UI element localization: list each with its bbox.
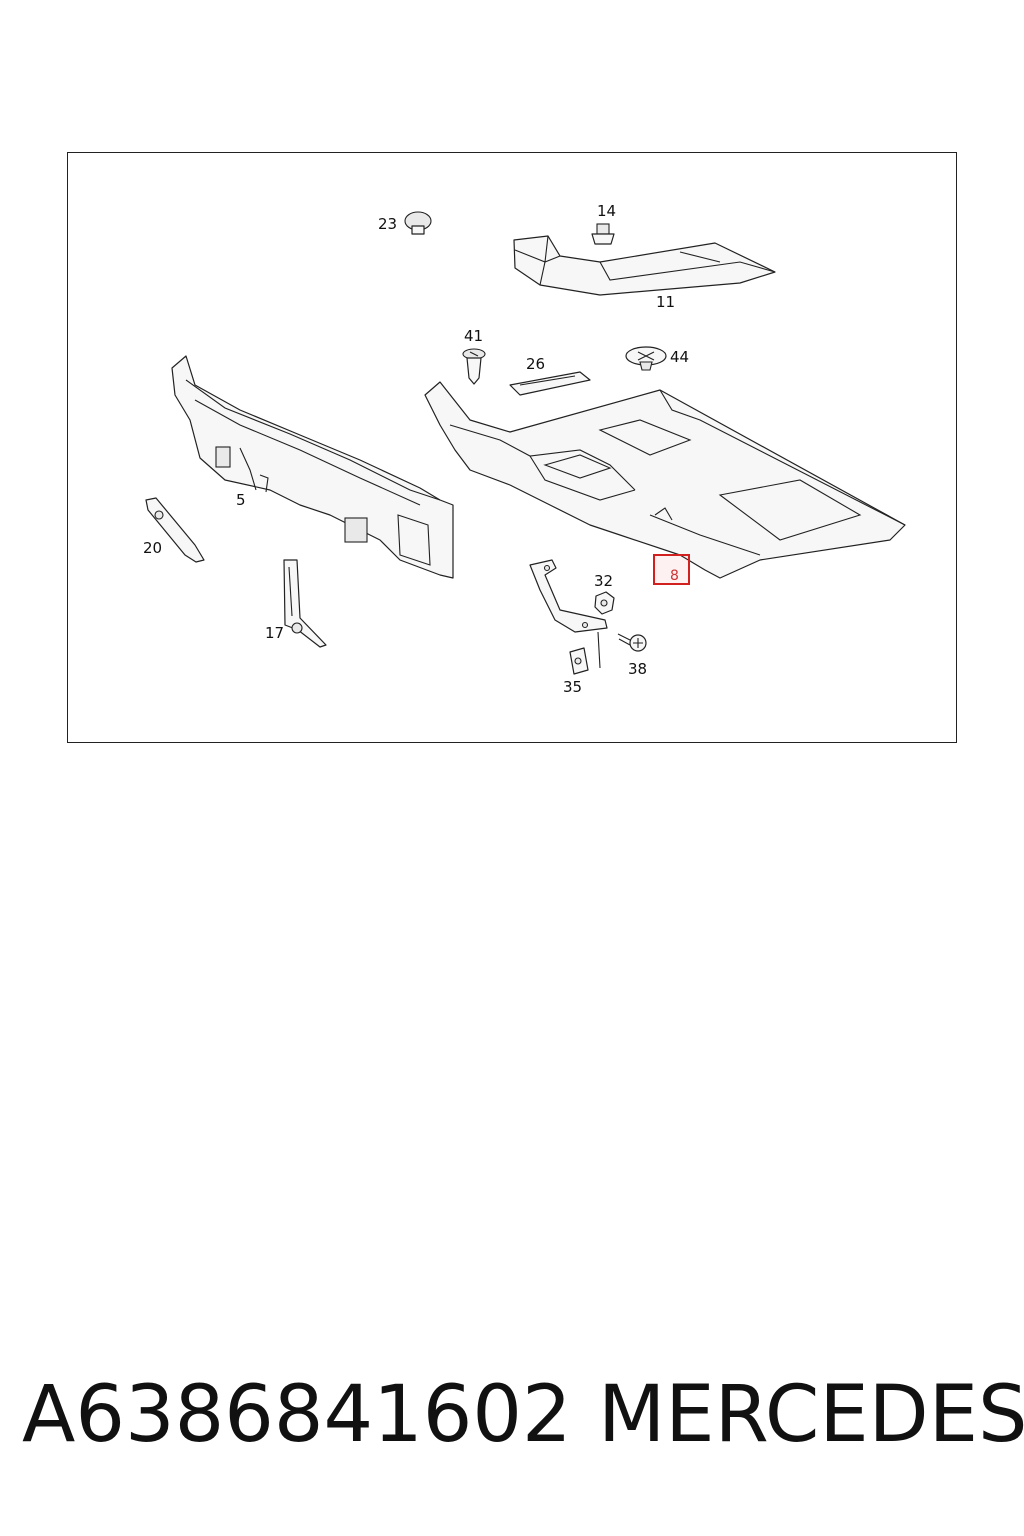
footer-caption: A6386841602 MERCEDES [0,1370,1024,1470]
part-8-underbody-panel [424,381,906,579]
part-number: A6386841602 [22,1370,572,1460]
part-23-grommet [404,211,432,235]
part-5-cross-member [171,355,454,579]
callout-5: 5 [236,491,246,509]
part-14-nut [591,223,615,245]
part-41-push-clip [462,348,486,385]
part-26-pad [509,371,591,396]
brand-name: MERCEDES [598,1370,1024,1460]
callout-23: 23 [378,215,397,233]
part-20-bracket [145,497,205,563]
callout-35: 35 [563,678,582,696]
part-44-clip [625,346,667,371]
callout-14: 14 [597,202,616,220]
callout-44: 44 [670,348,689,366]
part-bracket-center [529,559,608,669]
callout-41: 41 [464,327,483,345]
callout-11: 11 [656,293,675,311]
part-35-clip-nut [569,647,589,675]
callout-8-highlight-box [653,554,690,585]
part-32-nut [594,591,615,615]
part-38-screw [617,633,647,652]
callout-38: 38 [628,660,647,678]
callout-8: 8 [670,568,679,584]
callout-32: 32 [594,572,613,590]
part-11-duct-panel [513,235,776,296]
callout-26: 26 [526,355,545,373]
part-17-bracket [283,559,327,648]
callout-17: 17 [265,624,284,642]
callout-20: 20 [143,539,162,557]
